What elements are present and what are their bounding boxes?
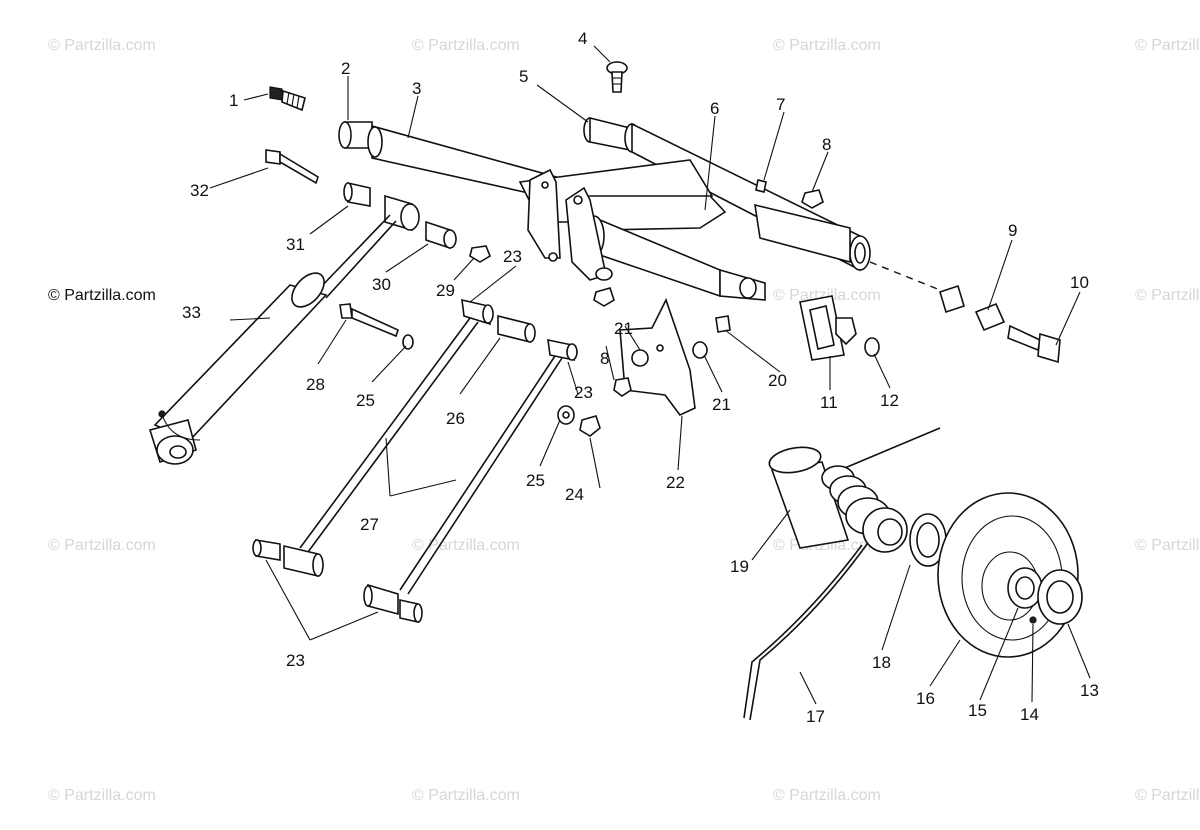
nut-24 xyxy=(579,415,601,437)
callout-22: 22 xyxy=(666,473,685,492)
watermark: © Partzilla.com xyxy=(48,537,156,554)
watermark: © Partzilla.com xyxy=(48,787,156,804)
bolt-28 xyxy=(339,303,414,350)
watermark: © Partzilla.com xyxy=(773,787,881,804)
watermark: © Partzilla.com xyxy=(1135,537,1200,554)
callout-18: 18 xyxy=(872,653,891,672)
adjuster-block xyxy=(799,295,880,361)
callout-8: 8 xyxy=(822,135,831,154)
callout-17: 17 xyxy=(806,707,825,726)
callout-15: 15 xyxy=(968,701,987,720)
washer-18 xyxy=(909,513,947,567)
side-plate-left xyxy=(527,168,561,262)
watermark: © Partzilla.com xyxy=(412,37,520,54)
watermark: © Partzilla.com xyxy=(1135,287,1200,304)
callout-25: 25 xyxy=(526,471,545,490)
callout-16: 16 xyxy=(916,689,935,708)
callout-13: 13 xyxy=(1080,681,1099,700)
bolt-4 xyxy=(606,61,628,93)
shock-absorber xyxy=(148,214,397,465)
spring-coil-19 xyxy=(768,446,908,553)
callout-6: 6 xyxy=(710,99,719,118)
callout-30: 30 xyxy=(372,275,391,294)
callout-4: 4 xyxy=(578,29,587,48)
bushing-30 xyxy=(425,220,457,250)
watermark-layer: © Partzilla.com © Partzilla.com © Partzi… xyxy=(48,37,1200,804)
watermark: © Partzilla.com xyxy=(412,537,520,554)
leader-lines xyxy=(209,45,1091,705)
watermark: © Partzilla.com xyxy=(1135,787,1200,804)
spacer-13 xyxy=(1037,569,1083,625)
callout-21: 21 xyxy=(614,319,633,338)
callout-27: 27 xyxy=(360,515,379,534)
bushing-23-left xyxy=(252,539,324,578)
callout-3: 3 xyxy=(412,79,421,98)
watermark: © Partzilla.com xyxy=(1135,37,1200,54)
watermark: © Partzilla.com xyxy=(48,37,156,54)
callout-11: 11 xyxy=(820,393,838,412)
callout-14: 14 xyxy=(1020,705,1039,724)
bolt-10 xyxy=(939,284,1061,364)
watermark: © Partzilla.com xyxy=(773,287,881,304)
callout-28: 28 xyxy=(306,375,325,394)
callout-23: 23 xyxy=(574,383,593,402)
spacer-large xyxy=(384,194,420,232)
callout-23: 23 xyxy=(503,247,522,266)
callout-33: 33 xyxy=(182,303,201,322)
callout-31: 31 xyxy=(286,235,305,254)
callout-26: 26 xyxy=(446,409,465,428)
limiter-bracket xyxy=(619,297,696,416)
bushing-23-right xyxy=(363,583,423,623)
rear-cross-shaft xyxy=(338,121,641,213)
torque-arm-lower xyxy=(399,338,578,595)
nut-8-lower xyxy=(593,267,731,397)
callout-9: 9 xyxy=(1008,221,1017,240)
callout-24: 24 xyxy=(565,485,584,504)
callout-7: 7 xyxy=(776,95,785,114)
watermark: © Partzilla.com xyxy=(48,287,156,304)
callout-5: 5 xyxy=(519,67,528,86)
callout-29: 29 xyxy=(436,281,455,300)
callout-32: 32 xyxy=(190,181,209,200)
nut-29 xyxy=(469,245,491,263)
bushing-31 xyxy=(343,181,371,207)
callout-25: 25 xyxy=(356,391,375,410)
callout-12: 12 xyxy=(880,391,899,410)
callout-8: 8 xyxy=(600,349,609,368)
callout-21: 21 xyxy=(712,395,731,414)
callout-23: 23 xyxy=(286,651,305,670)
washer-25 xyxy=(557,405,575,425)
bolt-32 xyxy=(265,149,319,185)
callout-2: 2 xyxy=(341,59,350,78)
callout-10: 10 xyxy=(1070,273,1089,292)
callout-labels: 1 2 3 4 5 6 7 8 9 10 11 12 13 14 15 16 1… xyxy=(182,29,1099,726)
spring-17 xyxy=(743,427,941,721)
bolt-1 xyxy=(269,86,306,112)
callout-1: 1 xyxy=(229,91,238,110)
nut-8-upper xyxy=(755,179,824,209)
callout-19: 19 xyxy=(730,557,749,576)
callout-20: 20 xyxy=(768,371,787,390)
bearing-15 xyxy=(1007,567,1043,609)
watermark: © Partzilla.com xyxy=(412,787,520,804)
torque-arm-upper xyxy=(299,298,494,553)
clip-14 xyxy=(1029,616,1037,624)
bushing-26 xyxy=(497,314,536,344)
watermark: © Partzilla.com xyxy=(773,37,881,54)
